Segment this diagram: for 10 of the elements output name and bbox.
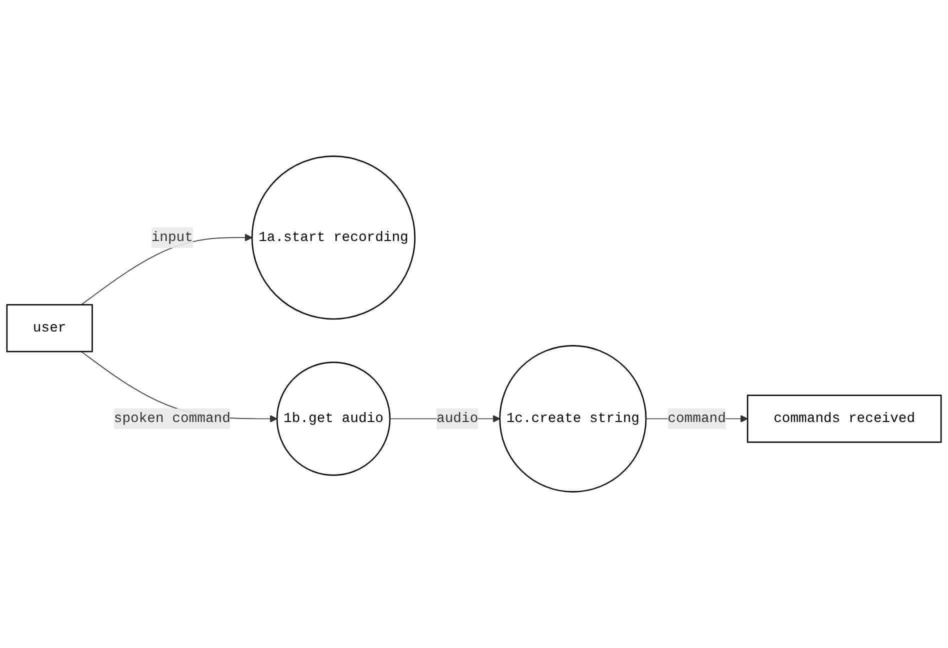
node-circle: 1a.start recording bbox=[251, 156, 416, 320]
node-circle: 1b.get audio bbox=[276, 362, 391, 476]
edge-label: input bbox=[151, 230, 193, 246]
arrow bbox=[80, 234, 252, 306]
edge-label: command bbox=[668, 410, 726, 427]
edge-label: audio bbox=[436, 410, 478, 427]
node-circle: 1c.create string bbox=[499, 345, 647, 492]
node-box: user bbox=[6, 304, 93, 352]
node-box: commands received bbox=[746, 394, 942, 443]
edge-label: spoken command bbox=[114, 410, 230, 427]
